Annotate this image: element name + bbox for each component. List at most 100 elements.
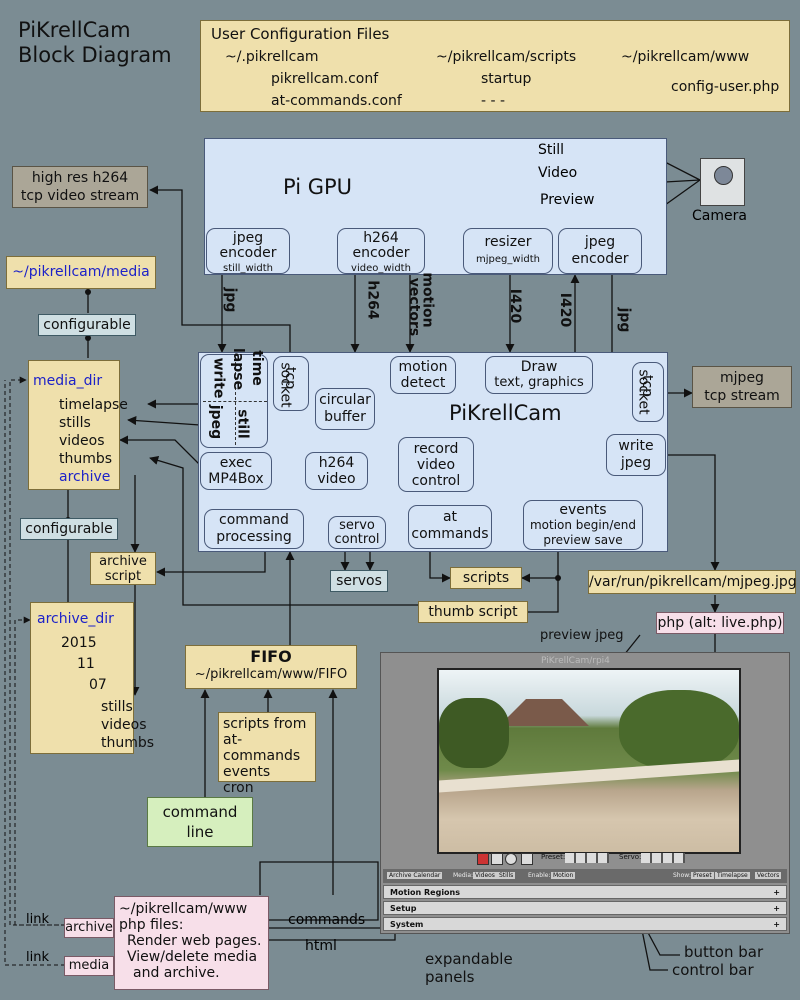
media-link-box: media: [64, 956, 114, 976]
www-line-5: and archive.: [133, 965, 220, 981]
user-config-panel: User Configuration Files ~/.pikrellcam p…: [200, 20, 790, 112]
www-line-2: php files:: [119, 917, 184, 933]
h264-video: h264 video: [305, 452, 368, 490]
still-signal-label: Still: [538, 142, 565, 158]
draw-block: Draw text, graphics: [485, 356, 593, 394]
expand-plus-icon[interactable]: +: [773, 888, 780, 897]
web-ui-screenshot: PiKrellCam/rpi4 Preset: Servo: Archive C…: [380, 652, 790, 934]
at-commands-line-2: commands: [411, 526, 489, 542]
panel-setup-label: Setup: [390, 904, 417, 913]
video-signal-label: Video: [538, 165, 578, 181]
pause-button-icon[interactable]: [491, 853, 503, 865]
config-file-more: - - -: [481, 93, 506, 109]
archive-dir-day: 07: [89, 677, 107, 693]
jpeg-encoder-still: jpeg encoder still_width: [206, 228, 290, 274]
tcp-socket-right: [632, 362, 664, 422]
www-line-3: Render web pages.: [127, 933, 262, 949]
www-line-4: View/delete media: [127, 949, 258, 965]
expandable-line-2: panels: [425, 968, 475, 986]
scripts-from: scripts from at-commands events cron: [218, 712, 316, 796]
archive-dir-year: 2015: [61, 635, 97, 651]
link-label-1: link: [26, 912, 49, 927]
time-lapse-still: still: [234, 409, 251, 439]
commands-label: commands: [288, 912, 366, 928]
preset-button-label: Preset:: [541, 853, 566, 861]
panel-system[interactable]: System +: [383, 917, 787, 931]
command-line-line-1: command: [162, 803, 238, 821]
link-label-2: link: [26, 950, 49, 965]
jpg-edge-label-2: jpg: [616, 307, 633, 333]
control-bar-label: control bar: [672, 961, 754, 979]
config-file-pikrellcam-conf: pikrellcam.conf: [271, 71, 379, 87]
stills-button[interactable]: Stills: [497, 872, 516, 879]
exec-line-1: exec: [219, 455, 253, 471]
archive-dir-root: archive_dir: [37, 611, 114, 627]
jpeg-encoder-preview: jpeg encoder: [558, 228, 642, 274]
expand-plus-icon[interactable]: +: [773, 904, 780, 913]
archive-dir-videos: videos: [101, 717, 147, 733]
tcp-socket-right-line-2: socket: [635, 369, 652, 415]
write-jpeg-line-2: jpeg: [620, 455, 652, 471]
record-button-icon[interactable]: [477, 853, 489, 865]
videos-button[interactable]: Videos: [473, 872, 497, 879]
media-dir-stills: stills: [59, 415, 91, 431]
draw-line-2: text, graphics: [494, 375, 584, 390]
at-commands: at commands: [408, 505, 492, 549]
config-file-startup: startup: [481, 71, 532, 87]
scripts: scripts: [450, 567, 522, 589]
config-file-config-user: config-user.php: [671, 79, 780, 95]
high-res-stream: high res h264 tcp video stream: [12, 166, 148, 208]
record-line-3: control: [411, 473, 461, 489]
at-commands-line-1: at: [442, 509, 458, 525]
archive-calendar-button[interactable]: Archive Calendar: [387, 872, 443, 879]
h264-video-line-2: video: [317, 471, 356, 487]
events: events motion begin/end preview save: [523, 500, 643, 550]
scripts-from-line-2: at-commands: [223, 732, 301, 764]
scripts-from-line-3: events: [223, 764, 271, 780]
show-vectors-button[interactable]: Vectors: [755, 872, 782, 879]
stop-button-icon[interactable]: [505, 853, 517, 865]
archive-script: archive script: [90, 552, 156, 585]
show-timelapse-button[interactable]: Timelapse: [715, 872, 750, 879]
media-dir-root: media_dir: [33, 373, 103, 389]
jpeg-encoder-2-line-2: encoder: [571, 251, 629, 267]
jpeg-encoder-line-2: encoder: [219, 245, 277, 261]
jpg-edge-label-1: jpg: [222, 287, 239, 313]
thumb-script: thumb script: [418, 601, 528, 623]
resizer-line-2: mjpeg_width: [476, 254, 540, 265]
h264-video-line-1: h264: [318, 455, 355, 471]
write-jpeg: write jpeg: [606, 434, 666, 476]
resizer: resizer mjpeg_width: [463, 228, 553, 274]
preview-jpeg-image: [437, 668, 741, 854]
show-preset-button[interactable]: Preset: [691, 872, 714, 879]
motion-button[interactable]: Motion: [551, 872, 576, 879]
mjpeg-stream-line-1: mjpeg: [720, 370, 764, 386]
media-label: Media:: [453, 872, 474, 879]
scripts-from-line-1: scripts from: [223, 716, 307, 732]
preset-arrow-buttons[interactable]: [565, 853, 609, 863]
archive-link-box: archive: [64, 918, 114, 938]
write-jpeg-line-1: write: [618, 438, 654, 454]
configurable-label-2: configurable: [20, 518, 118, 540]
config-root-scripts: ~/pikrellcam/scripts: [436, 49, 577, 65]
resizer-line-1: resizer: [484, 234, 532, 250]
show-label: Show:: [673, 872, 691, 879]
events-line-3: preview save: [543, 533, 623, 547]
pikrellcam-title: PiKrellCam: [449, 401, 562, 425]
enable-label: Enable:: [528, 872, 551, 879]
tcp-socket-left: [273, 356, 309, 411]
panel-setup[interactable]: Setup +: [383, 901, 787, 915]
expand-plus-icon[interactable]: +: [773, 920, 780, 929]
servo-arrow-buttons[interactable]: [641, 853, 685, 863]
jpeg-encoder-line-3: still_width: [222, 263, 274, 274]
motion-detect-line-2: detect: [400, 375, 446, 391]
i420-edge-label-1: I420: [507, 288, 524, 324]
config-file-at-commands: at-commands.conf: [271, 93, 402, 109]
circular-buffer-line-2: buffer: [324, 409, 366, 425]
still-button-icon[interactable]: [521, 853, 533, 865]
media-dir-thumbs: thumbs: [59, 451, 113, 467]
command-processing-line-1: command: [219, 512, 289, 528]
panel-motion-regions[interactable]: Motion Regions +: [383, 885, 787, 899]
config-root-pikrellcam: ~/.pikrellcam: [225, 49, 319, 65]
media-dir-tree: media_dir timelapse stills videos thumbs…: [28, 360, 128, 490]
